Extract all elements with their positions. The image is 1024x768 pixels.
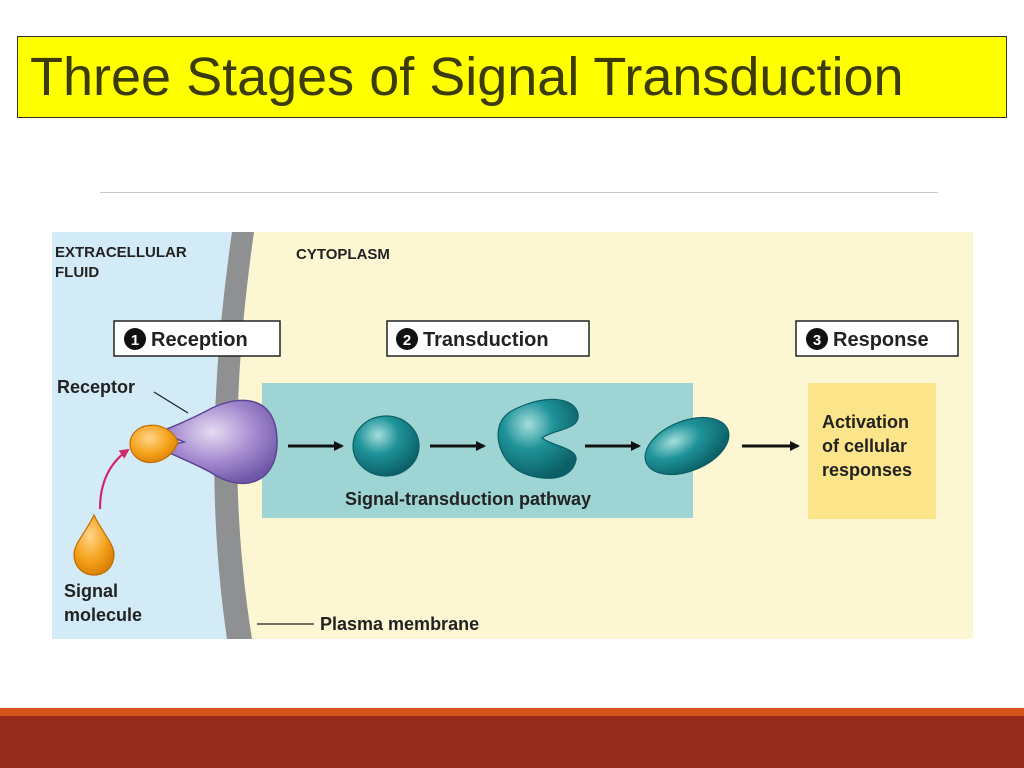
stage-number-badge	[396, 328, 418, 350]
stage-number-badge	[806, 328, 828, 350]
title-divider	[100, 192, 938, 193]
receptor-label: Receptor	[57, 377, 135, 397]
footer-accent-stripe	[0, 708, 1024, 716]
response-label-2: of cellular	[822, 436, 907, 456]
bound-signal-molecule	[129, 424, 179, 463]
title-box: Three Stages of Signal Transduction	[17, 36, 1007, 118]
stage-response: 3 Response	[795, 320, 959, 357]
relay-protein-3	[644, 416, 730, 476]
cytoplasm-label: CYTOPLASM	[296, 246, 390, 263]
stage-number: 1	[131, 332, 139, 349]
response-label-1: Activation	[822, 412, 909, 432]
response-label-3: responses	[822, 460, 912, 480]
signal-molecule-label-2: molecule	[64, 605, 142, 625]
receptor-pointer-line	[153, 391, 189, 414]
free-signal-molecule	[73, 513, 115, 576]
extracellular-label-2: FLUID	[55, 264, 99, 281]
extracellular-label: EXTRACELLULAR	[55, 244, 187, 261]
relay-protein-1	[352, 415, 420, 477]
stage-number-badge	[124, 328, 146, 350]
plasma-membrane-label: Plasma membrane	[320, 614, 479, 634]
signal-molecule-label-1: Signal	[64, 581, 118, 601]
footer-bar	[0, 716, 1024, 768]
signal-transduction-diagram: EXTRACELLULAR FLUID CYTOPLASM 1 Receptio…	[52, 232, 973, 639]
binding-arrow	[98, 448, 130, 510]
stage-number: 3	[813, 332, 821, 349]
stage-label: Transduction	[423, 329, 549, 351]
response-box	[808, 383, 936, 519]
pathway-label: Signal-transduction pathway	[345, 489, 591, 509]
stage-number: 2	[403, 332, 411, 349]
relay-protein-2	[497, 398, 579, 479]
stage-transduction: 2 Transduction	[386, 320, 590, 357]
slide-title: Three Stages of Signal Transduction	[30, 47, 904, 107]
stage-label: Reception	[151, 329, 248, 351]
stage-label: Response	[833, 329, 929, 351]
stage-reception: 1 Reception	[113, 320, 281, 357]
